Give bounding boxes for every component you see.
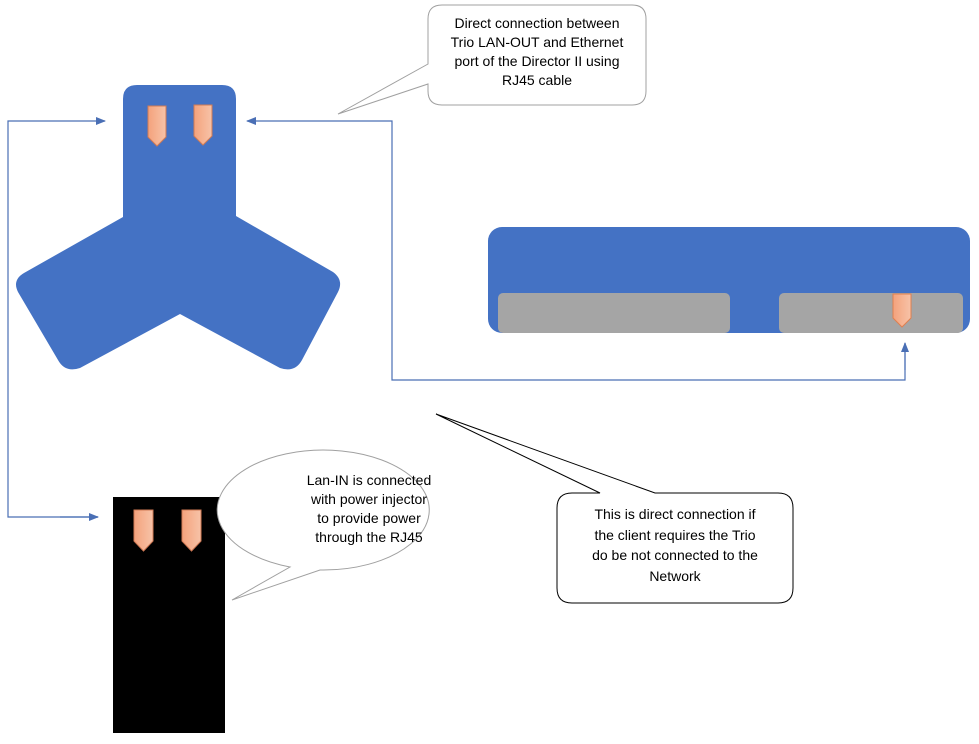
callout-text: to provide power <box>317 510 421 526</box>
trio-lan-out-port <box>193 104 213 146</box>
callout-text: RJ45 cable <box>502 72 572 88</box>
injector-port-1 <box>133 509 154 552</box>
callout-text: Lan-IN is connected <box>307 472 432 488</box>
callout-text: do be not connected to the <box>592 547 758 563</box>
director-device <box>488 227 970 333</box>
callout-network-note: This is direct connection if the client … <box>435 413 794 604</box>
trio-lan-in-port <box>147 105 167 147</box>
power-injector <box>113 497 225 733</box>
callout-text: Trio LAN-OUT and Ethernet <box>451 34 624 50</box>
callout-lan-in: Lan-IN is connected with power injector … <box>216 449 432 601</box>
callout-text: Direct connection between <box>455 15 620 31</box>
injector-to-trio-line <box>7 117 106 518</box>
callout-text: the client requires the Trio <box>594 527 755 543</box>
callout-text: This is direct connection if <box>594 506 755 522</box>
director-panel-left <box>498 293 730 333</box>
director-panel-right <box>779 293 963 333</box>
callout-text: with power injector <box>310 491 427 507</box>
callout-direct-connection: Direct connection between Trio LAN-OUT a… <box>337 4 647 115</box>
director-ethernet-port <box>892 293 912 328</box>
injector-port-2 <box>181 509 202 552</box>
callout-text: through the RJ45 <box>315 529 423 545</box>
callout-text: port of the Director II using <box>455 53 620 69</box>
trio-device <box>16 85 341 370</box>
callout-text: Network <box>649 568 701 584</box>
